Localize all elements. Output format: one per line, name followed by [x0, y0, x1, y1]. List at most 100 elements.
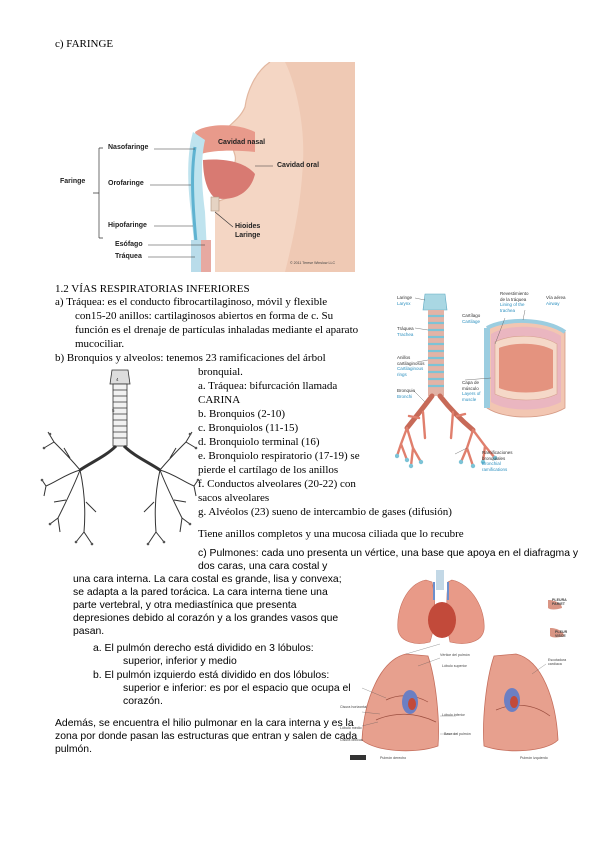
label-vertice: Vértice del pulmón: [440, 653, 470, 657]
label-muscle-1: Layers of: [462, 391, 481, 396]
lungs-illustration: [350, 570, 564, 760]
tiene-anillos-text: Tiene anillos completos y una mucosa cil…: [198, 528, 464, 540]
label-ramifications-2: ramifications: [482, 466, 508, 472]
list-line: c. Bronquiolos (11-15): [198, 422, 299, 434]
label-revestimiento-2: de la tráquea: [500, 296, 527, 302]
label-esofago: Esófago: [115, 241, 143, 248]
sub-a-line: a. El pulmón derecho está dividido en 3 …: [93, 643, 314, 654]
label-revestimiento-1: Revestimiento: [500, 291, 529, 296]
label-pulmon-izquierdo: Pulmón izquierdo: [520, 756, 548, 760]
label-pleura-parietal: PLEURA PARIET: [552, 598, 567, 606]
label-orofaringe: Orofaringe: [108, 180, 144, 187]
pulmones-body-line: depresiones debido al corazón y a los gr…: [73, 613, 339, 624]
para-a-line-1: a) Tráquea: es el conducto fibrocartilag…: [55, 296, 328, 308]
ademas-line: zona por donde pasan las estructuras que…: [55, 731, 358, 742]
label-laringe-fig: Laringe Larynx: [397, 295, 412, 306]
label-base-pulmon: Base del pulmón: [444, 732, 471, 736]
label-bronquio-es: Bronquio: [397, 388, 416, 393]
list-line: bronquial.: [198, 366, 243, 378]
label-anillos-2: cartilaginosos: [397, 360, 425, 366]
list-line: f. Conductos alveolares (20-22) con: [198, 478, 356, 490]
pulmones-c-line-1: c) Pulmones: cada uno presenta un vértic…: [198, 548, 579, 559]
para-a-line-2: con15-20 anillos: cartilaginosos abierto…: [75, 310, 334, 322]
pulmones-body-line: una cara interna. La cara costal es gran…: [73, 574, 342, 585]
label-rings-1: Cartilaginous: [397, 366, 424, 371]
label-traquea: Tráquea: [115, 253, 142, 260]
label-lining-1: Lining of the: [500, 302, 525, 307]
list-line: CARINA: [198, 394, 241, 406]
label-cavidad-oral: Cavidad oral: [277, 162, 320, 169]
list-line: e. Bronquiolo respiratorio (17-19) se: [198, 450, 360, 462]
list-line: b. Bronquios (2-10): [198, 408, 286, 420]
label-pleura-visceral-2: VISCE: [555, 634, 566, 638]
sub-b-line: superior e inferior: es por el espacio q…: [123, 683, 351, 694]
trachea-bronchi-illustration: [395, 293, 567, 469]
label-trachea: Trachea: [397, 331, 414, 337]
label-cavidad-nasal: Cavidad nasal: [218, 139, 266, 146]
label-capa-fig: Capa de músculo Layers of muscle: [462, 380, 481, 402]
label-pleura-parietal-1: PLEURA: [552, 598, 567, 602]
label-escotadura: Escotadura cardíaca: [548, 658, 566, 666]
label-larynx: Larynx: [397, 300, 411, 306]
label-cartilage: Cartilage: [462, 318, 481, 324]
label-via-aerea-fig: Vía aérea Airway: [546, 295, 566, 306]
list-line: g. Alvéolos (23) sueno de intercambio de…: [198, 506, 452, 518]
label-anillos-fig: Anillos cartilaginosos Cartilaginous rin…: [397, 355, 425, 377]
tree-label-5: 5: [112, 408, 115, 413]
label-ramifications-1: Bronchial: [482, 461, 501, 466]
label-revestimiento-fig: Revestimiento de la tráquea Lining of th…: [500, 291, 529, 313]
para-b-line: b) Bronquios y alveolos: tenemos 23 rami…: [55, 352, 326, 364]
pulmones-body-line: se adapta a la pared torácica. La cara i…: [73, 587, 328, 598]
para-a-line-3: función es el drenaje de partículas inha…: [75, 324, 359, 336]
label-cisura-oblicua: Cisura oblicua: [340, 738, 363, 742]
label-anillos-1: Anillos: [397, 355, 411, 360]
label-lining-2: trachea: [500, 307, 516, 313]
label-via-aerea-es: Vía aérea: [546, 295, 566, 300]
label-pleura-visceral-1: PLEUR: [555, 630, 568, 634]
label-traquea-fig: Tráquea Trachea: [397, 326, 414, 337]
ademas-line: Además, se encuentra el hilio pulmonar e…: [55, 718, 354, 729]
label-pulmon-derecho: Pulmón derecho: [380, 756, 407, 760]
label-laringe-es: Laringe: [397, 295, 413, 300]
label-hioides: Hioides: [235, 223, 261, 230]
list-line: a. Tráquea: bifurcación llamada: [198, 380, 338, 392]
pharynx-illustration: [93, 62, 355, 272]
label-capa-1: Capa de: [462, 380, 480, 385]
label-muscle-2: muscle: [462, 396, 477, 402]
label-lobulo-superior: Lóbulo superior: [442, 664, 467, 668]
sub-b-line: b. El pulmón izquierdo está dividido en …: [93, 670, 330, 681]
section-heading-vias: 1.2 VÍAS RESPIRATORIAS INFERIORES: [55, 283, 250, 295]
label-traquea-es: Tráquea: [397, 326, 414, 331]
label-nasofaringe: Nasofaringe: [108, 144, 149, 151]
label-bronquio-fig: Bronquio Bronchi: [397, 388, 415, 399]
copyright-text: © 2011 Terese Winslow LLC: [290, 261, 336, 265]
section-heading-faringe: c) FARINGE: [55, 38, 114, 50]
label-ramificaciones-1: Ramificaciones: [482, 450, 513, 455]
para-a-line-4: mucociliar.: [75, 338, 125, 350]
label-cartilago-es: Cartílago: [462, 313, 481, 318]
label-bronchi: Bronchi: [397, 393, 413, 399]
list-line: d. Bronquiolo terminal (16): [198, 436, 320, 448]
label-ramificaciones-2: bronquiales: [482, 455, 506, 461]
list-line: sacos alveolares: [198, 492, 270, 504]
label-lobulo-medio: Lóbulo medio: [340, 726, 362, 730]
label-cartilago-fig: Cartílago Cartilage: [462, 313, 480, 324]
tree-label-4: 4: [116, 377, 119, 382]
label-pleura-visceral: PLEUR VISCE: [555, 630, 567, 638]
label-rings-2: rings: [397, 371, 407, 377]
label-lobulo-inferior: Lóbulo inferior: [442, 713, 465, 717]
label-escotadura-2: cardíaca: [548, 662, 562, 666]
ademas-line: pulmón.: [55, 744, 92, 755]
label-escotadura-1: Escotadura: [548, 658, 567, 662]
label-faringe: Faringe: [60, 178, 86, 185]
bronchial-tree-illustration: [40, 369, 200, 546]
label-laringe: Laringe: [235, 232, 261, 239]
label-hipofaringe: Hipofaringe: [108, 222, 147, 229]
label-capa-2: músculo: [462, 385, 479, 391]
sub-a-line: superior, inferior y medio: [123, 656, 237, 667]
label-ramificaciones-fig: Ramificaciones bronquiales Bronchial ram…: [482, 450, 513, 472]
label-pleura-parietal-2: PARIET: [552, 602, 565, 606]
sub-b-line: corazón.: [123, 696, 163, 707]
pulmones-c-line-2: dos caras, una cara costal y: [198, 561, 328, 572]
list-line: pierde el cartílago de los anillos: [198, 464, 339, 476]
